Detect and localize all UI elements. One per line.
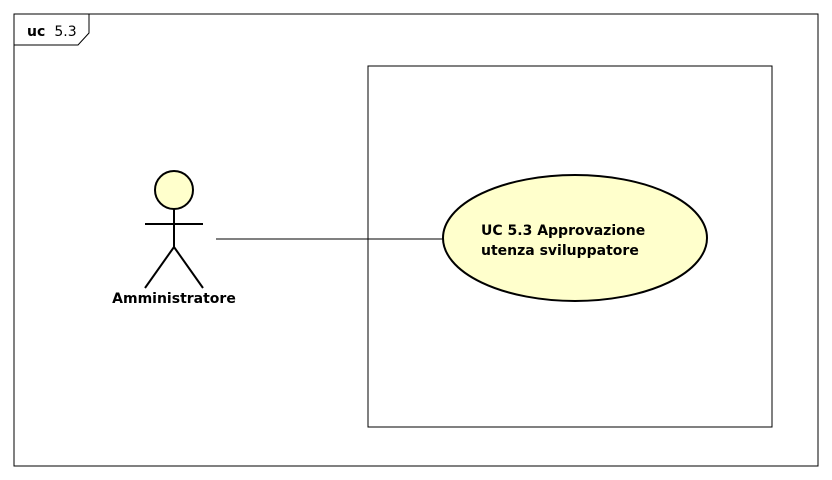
actor-right-leg [173,246,204,289]
actor-head [154,170,194,210]
actor-figure [144,170,204,289]
frame-name-tab [13,13,90,46]
frame-title: uc 5.3 [27,21,77,40]
frame-keyword: uc [27,24,45,40]
use-case-line-1: UC 5.3 Approvazione [481,223,645,239]
actor-label: Amministratore [112,291,236,307]
actor-left-leg [144,246,175,289]
use-case-ellipse [442,174,708,302]
use-case-line-2: utenza sviluppatore [481,243,639,259]
frame-name: 5.3 [54,24,76,40]
